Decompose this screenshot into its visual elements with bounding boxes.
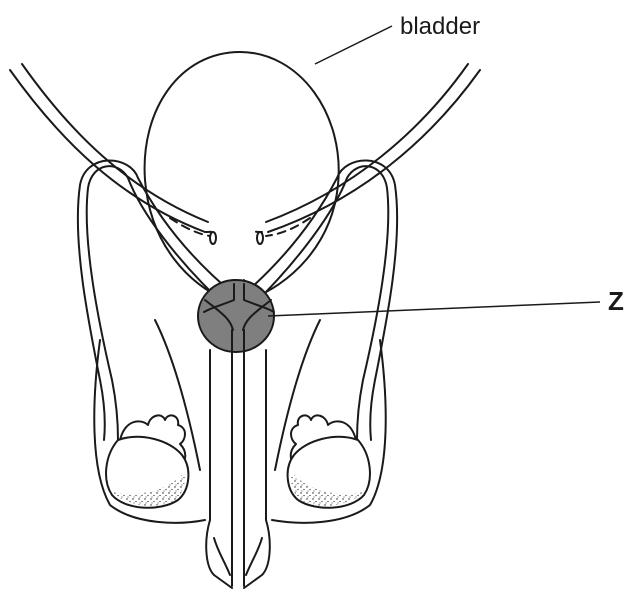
z-leader-line	[268, 302, 600, 316]
left-ureter	[10, 64, 215, 232]
z-label: Z	[608, 286, 624, 316]
glans-fold-left	[214, 538, 230, 575]
bladder-leader-line	[315, 26, 392, 64]
prostate-gland	[198, 280, 274, 352]
right-ureter-opening	[257, 232, 263, 244]
ureter-dashed-right	[266, 218, 310, 236]
bladder-label: bladder	[400, 13, 480, 40]
penis	[206, 350, 270, 588]
left-ureter-opening	[210, 232, 216, 244]
urethral-opening	[232, 565, 244, 586]
glans-fold-right	[246, 538, 262, 575]
right-ureter	[252, 64, 480, 232]
bladder	[145, 52, 339, 300]
urethra	[232, 330, 244, 565]
